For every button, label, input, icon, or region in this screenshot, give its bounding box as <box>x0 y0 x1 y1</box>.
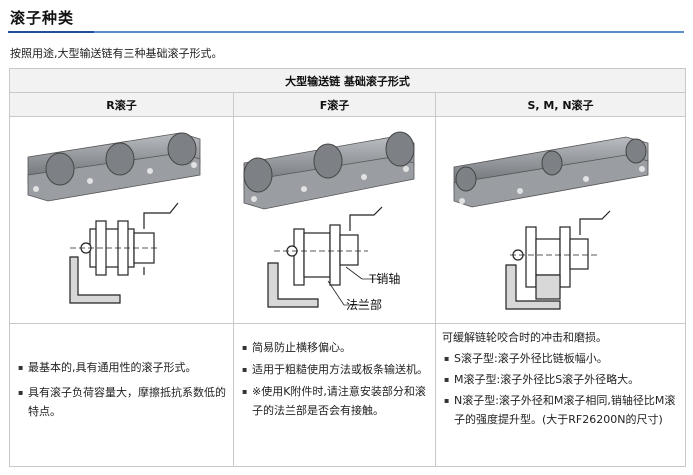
smn-roller-diagram <box>453 136 649 310</box>
table-caption: 大型输送链 基础滚子形式 <box>8 68 687 93</box>
list-item: 简易防止横移偏心。 <box>240 338 431 357</box>
smn-chain-photo <box>453 136 649 208</box>
list-item: ※使用K附件时,请注意安装部分和滚子的法兰部是否会有接触。 <box>240 382 431 420</box>
r-roller-illustration <box>9 116 234 324</box>
column-header-smn: S, M, N滚子 <box>434 92 687 117</box>
smn-roller-illustration <box>434 116 687 324</box>
page-title: 滚子种类 <box>10 9 75 27</box>
r-cross-section <box>69 202 179 304</box>
list-item: N滚子型:滚子外径和M滚子相同,销轴径比M滚子的强度提升型。(大于RF26200… <box>442 391 681 429</box>
f-chain-photo <box>243 131 415 210</box>
smn-roller-description: 可缓解链轮咬合时的冲击和磨损。 S滚子型:滚子外径比链板幅小。 M滚子型:滚子外… <box>434 323 687 467</box>
flange-label: 法兰部 <box>346 297 382 312</box>
column-header-r: R滚子 <box>9 92 234 117</box>
list-item: M滚子型:滚子外径比S滚子外径略大。 <box>442 370 681 389</box>
f-roller-description: 简易防止横移偏心。 适用于粗糙使用方法或板条输送机。 ※使用K附件时,请注意安装… <box>233 323 436 467</box>
intro-text: 按照用途,大型输送链有三种基础滚子形式。 <box>10 47 223 60</box>
list-item: 适用于粗糙使用方法或板条输送机。 <box>240 360 431 379</box>
smn-lead-text: 可缓解链轮咬合时的冲击和磨损。 <box>442 331 607 344</box>
f-roller-illustration: T销轴 法兰部 <box>233 116 436 324</box>
smn-cross-section <box>505 210 611 310</box>
f-cross-section <box>267 206 383 308</box>
list-item: 最基本的,具有通用性的滚子形式。 <box>16 358 227 377</box>
column-header-f: F滚子 <box>233 92 436 117</box>
list-item: S滚子型:滚子外径比链板幅小。 <box>442 349 681 368</box>
r-chain-photo <box>27 132 201 202</box>
r-roller-diagram <box>27 132 201 304</box>
r-roller-description: 最基本的,具有通用性的滚子形式。 具有滚子负荷容量大，摩擦抵抗系数低的特点。 <box>9 323 234 467</box>
pin-label: T销轴 <box>369 271 400 286</box>
f-roller-diagram: T销轴 法兰部 <box>243 131 415 312</box>
section-header: 滚子种类 <box>8 4 684 33</box>
list-item: 具有滚子负荷容量大，摩擦抵抗系数低的特点。 <box>16 383 227 421</box>
roller-types-table: 大型输送链 基础滚子形式 R滚子 F滚子 S, M, N滚子 <box>8 68 687 467</box>
title-accent-bar <box>8 31 94 33</box>
